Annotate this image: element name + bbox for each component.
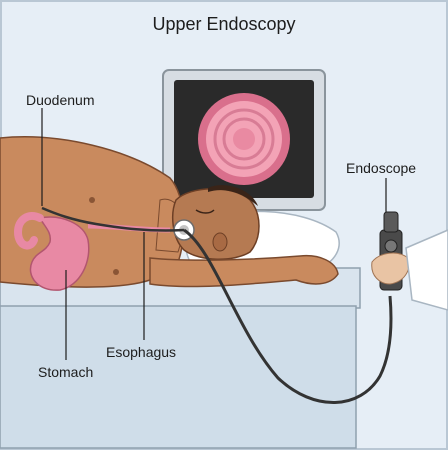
endoscope-label: Endoscope: [346, 160, 416, 176]
stomach-label: Stomach: [38, 364, 93, 380]
doctor-sleeve: [406, 230, 448, 310]
doctor-hand: [372, 253, 409, 284]
duodenum-label: Duodenum: [26, 92, 95, 108]
exam-table: [0, 268, 360, 448]
monitor-screen-image: [198, 93, 290, 185]
esophagus-label: Esophagus: [106, 344, 176, 360]
diagram-title: Upper Endoscopy: [0, 14, 448, 35]
